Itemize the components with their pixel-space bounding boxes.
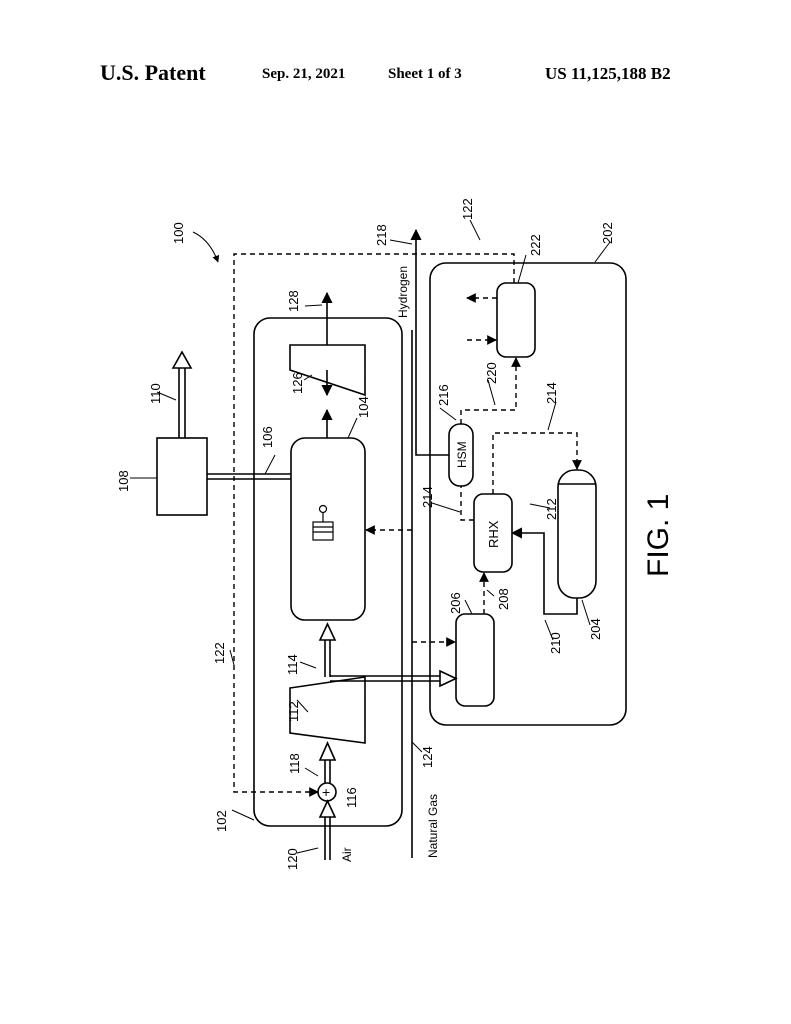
hsm-label: HSM [455,441,469,468]
ref-122-left: 122 [212,642,227,664]
hydrogen-label: Hydrogen [396,266,410,318]
ref-212: 212 [544,498,559,520]
reformer-box [456,614,494,706]
ref-124: 124 [420,746,435,768]
ref-126: 126 [290,372,305,394]
ref-216: 216 [436,384,451,406]
ref-220: 220 [484,362,499,384]
engine-box [254,318,402,826]
tank-204 [558,470,596,598]
ref-102: 102 [214,810,229,832]
engine-block [291,438,365,620]
air-label: Air [340,847,354,862]
ref-214-left: 214 [420,486,435,508]
figure-caption: FIG. 1 [642,494,675,577]
compressor [290,677,365,743]
ref-214-right: 214 [544,382,559,404]
ref-208: 208 [496,588,511,610]
ref-202: 202 [600,222,615,244]
ref-106: 106 [260,426,275,448]
ref-118: 118 [287,753,302,774]
natural-gas-label: Natural Gas [426,794,440,858]
ref-222: 222 [528,234,543,256]
ref-110: 110 [148,383,163,404]
ref-100: 100 [171,222,186,244]
ref-104: 104 [356,396,371,418]
ref-206: 206 [448,592,463,614]
ref-108: 108 [116,470,131,492]
unit-222-box [497,283,535,357]
ref-116: 116 [344,787,359,808]
ref-218: 218 [374,224,389,246]
ref-122-top: 122 [460,198,475,220]
plus-sign: + [322,784,330,800]
ref-120: 120 [285,848,300,870]
ref-210: 210 [548,632,563,654]
ref-128: 128 [286,290,301,312]
ref-114: 114 [285,654,300,675]
ref-112: 112 [286,701,301,722]
generator-box [157,438,207,515]
ref-204: 204 [588,618,603,640]
rhx-label: RHX [486,520,501,548]
piston-icon [313,506,333,541]
